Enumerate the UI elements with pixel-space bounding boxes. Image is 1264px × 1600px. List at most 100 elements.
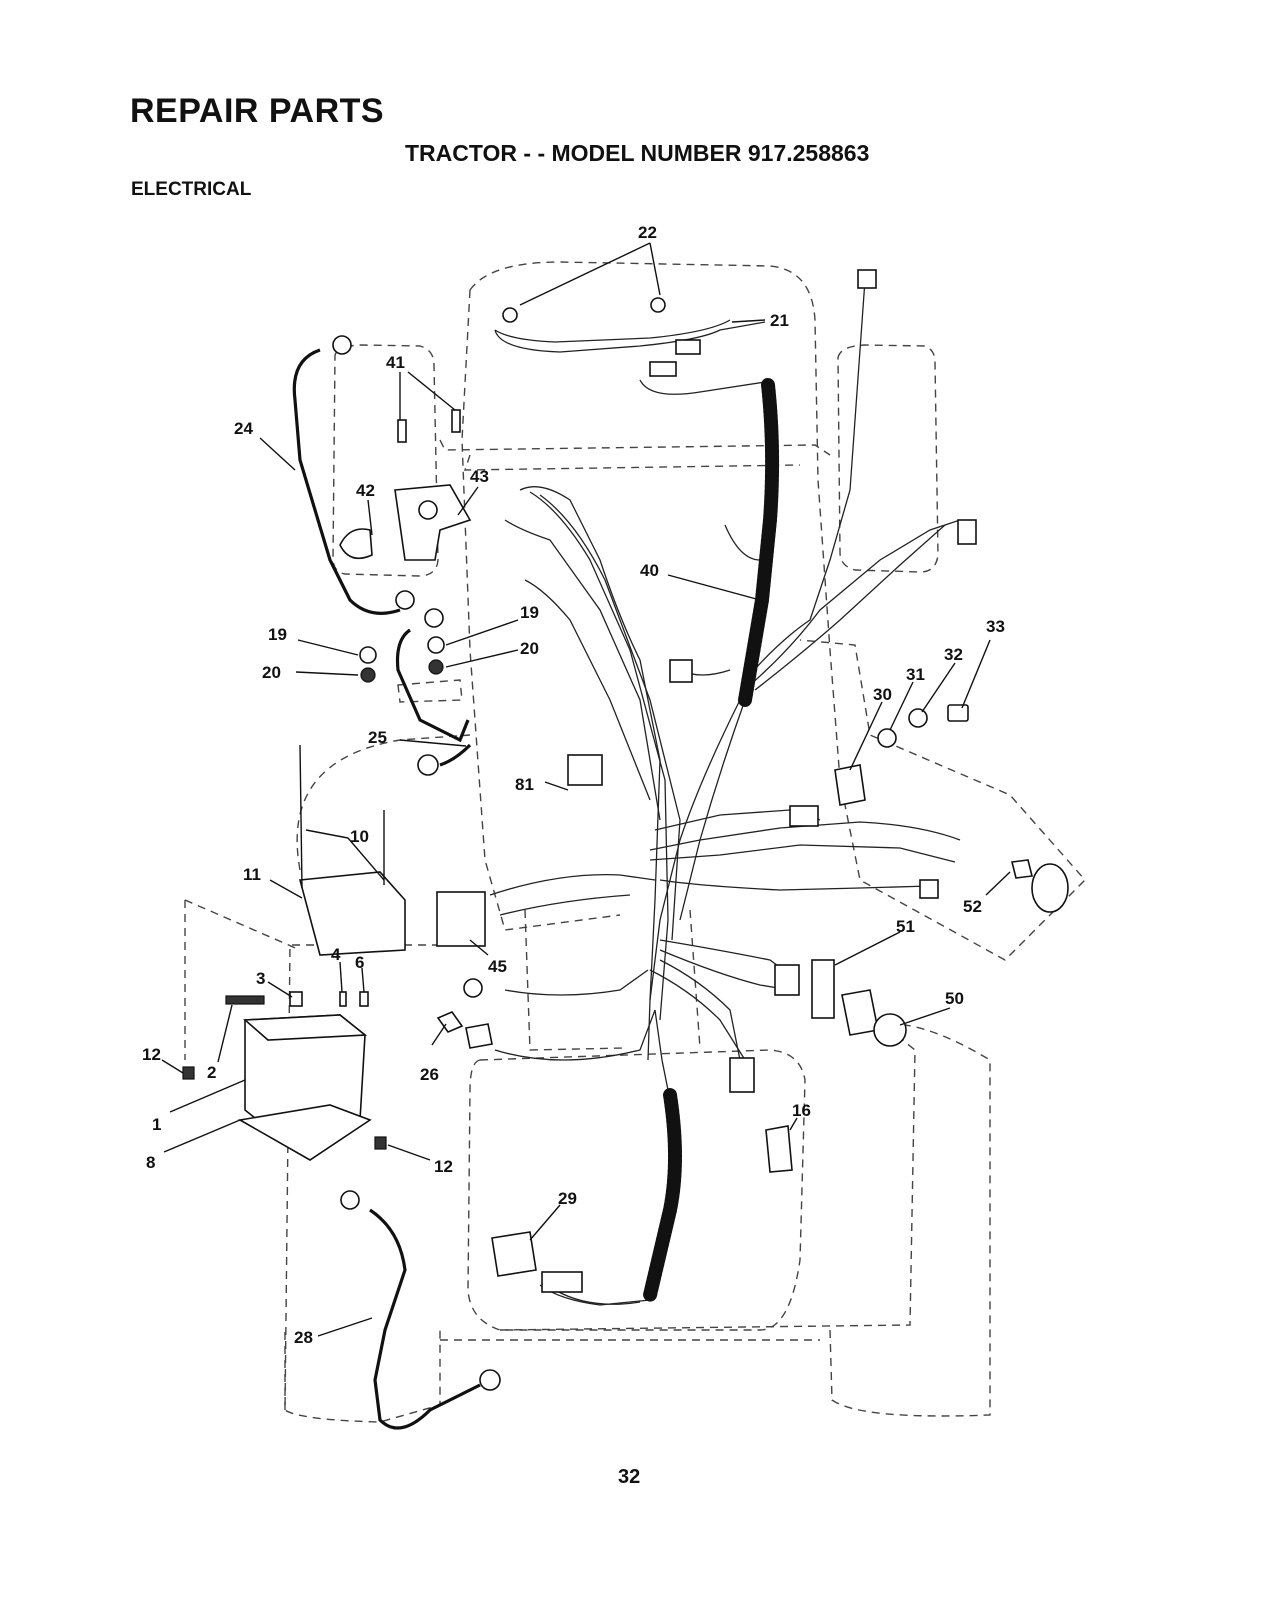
connector-rear bbox=[729, 1057, 755, 1093]
bracket-11 bbox=[298, 871, 406, 956]
callout-4: 4 bbox=[331, 945, 341, 964]
nut-31 bbox=[877, 728, 897, 748]
cable-25b bbox=[439, 743, 472, 767]
connector-930 bbox=[919, 879, 939, 899]
ring-terminal-24 bbox=[332, 335, 352, 355]
callout-8: 8 bbox=[146, 1153, 155, 1172]
callout-41: 41 bbox=[386, 353, 405, 372]
connector-810 bbox=[789, 805, 819, 827]
hood-outline-left bbox=[461, 289, 621, 931]
hourmeter-45 bbox=[436, 891, 486, 947]
rear-conduit bbox=[643, 1088, 682, 1302]
fuse-26 bbox=[436, 1011, 464, 1033]
ignition-30 bbox=[834, 764, 866, 806]
plug-52 bbox=[1011, 859, 1033, 879]
nut-12b bbox=[374, 1136, 387, 1150]
screw-41b bbox=[451, 409, 461, 433]
callout-50: 50 bbox=[945, 989, 964, 1008]
connector-970 bbox=[774, 964, 800, 996]
callout-11: 11 bbox=[243, 865, 261, 884]
callout-10: 10 bbox=[350, 827, 369, 846]
callout-3: 3 bbox=[256, 969, 265, 988]
switch-plate-51 bbox=[811, 959, 835, 1019]
callout-33: 33 bbox=[986, 617, 1005, 636]
bulb-22b bbox=[650, 297, 666, 313]
connector-side bbox=[957, 519, 977, 545]
ring-terminal-24b bbox=[395, 590, 415, 610]
ring-terminal-28 bbox=[340, 1190, 360, 1210]
nut-20b bbox=[428, 659, 444, 675]
callout-12b: 12 bbox=[434, 1157, 453, 1176]
callout-24: 24 bbox=[234, 419, 253, 438]
nut-20a bbox=[360, 667, 376, 683]
connector-headlight bbox=[675, 339, 701, 355]
front-conduit bbox=[738, 378, 780, 707]
callout-25: 25 bbox=[368, 728, 387, 747]
callout-32: 32 bbox=[944, 645, 963, 664]
front-wheel-right bbox=[837, 344, 939, 573]
rod-10a bbox=[299, 744, 303, 889]
floor-outline-2 bbox=[689, 909, 701, 1049]
callout-40: 40 bbox=[640, 561, 659, 580]
solenoid-43-center bbox=[418, 500, 438, 520]
tray-8 bbox=[237, 1104, 372, 1161]
part-4 bbox=[339, 991, 347, 1007]
model-subtitle: TRACTOR - - MODEL NUMBER 917.258863 bbox=[405, 140, 870, 166]
callout-21: 21 bbox=[770, 311, 789, 330]
screw-41a bbox=[397, 419, 407, 443]
callout-22: 22 bbox=[638, 223, 657, 242]
bolt-3 bbox=[289, 991, 303, 1007]
boot-42 bbox=[339, 528, 373, 560]
dash-outline-2 bbox=[464, 454, 801, 471]
solenoid-43 bbox=[394, 484, 472, 561]
seat-switch-29 bbox=[491, 1231, 537, 1277]
leader-lines bbox=[161, 242, 1011, 1337]
switch-16 bbox=[765, 1125, 793, 1173]
callout-20b: 20 bbox=[262, 663, 281, 682]
ring-terminal-45 bbox=[463, 978, 483, 998]
nut-6 bbox=[359, 991, 369, 1007]
hood-outline bbox=[469, 261, 1086, 961]
fuse-holder-26 bbox=[465, 1023, 493, 1049]
page-number: 32 bbox=[618, 1466, 641, 1488]
seat-frame bbox=[499, 1037, 916, 1331]
callout-52: 52 bbox=[963, 897, 982, 916]
callout-1: 1 bbox=[152, 1115, 161, 1134]
ring-terminal-28b bbox=[479, 1369, 501, 1391]
callout-19b: 19 bbox=[268, 625, 287, 644]
knob-50 bbox=[873, 1013, 907, 1047]
switch-50 bbox=[841, 989, 879, 1036]
callout-labels: 22 21 41 24 43 42 40 19 19 20 20 33 32 3… bbox=[142, 223, 1005, 1347]
callout-16: 16 bbox=[792, 1101, 811, 1120]
battery-cables bbox=[292, 348, 481, 1430]
callout-29: 29 bbox=[558, 1189, 577, 1208]
parts bbox=[182, 269, 1069, 1391]
plug-52-cap bbox=[1031, 863, 1069, 913]
ring-terminal-25b bbox=[417, 754, 439, 776]
fender-right bbox=[829, 1024, 991, 1417]
washer-19a bbox=[359, 646, 377, 664]
bulb-22a bbox=[502, 307, 518, 323]
callout-12a: 12 bbox=[142, 1045, 161, 1064]
relay-81 bbox=[567, 754, 603, 786]
fender-left bbox=[284, 944, 441, 1423]
callout-51: 51 bbox=[896, 917, 915, 936]
seat-outline bbox=[467, 1049, 806, 1331]
connector-headlight-2 bbox=[649, 361, 677, 377]
connector-rear-2 bbox=[541, 1271, 583, 1293]
battery-box-2 bbox=[184, 899, 301, 951]
wiring-harness bbox=[489, 279, 961, 1306]
callout-19a: 19 bbox=[520, 603, 539, 622]
connector-mid bbox=[669, 659, 693, 683]
washer-32 bbox=[908, 708, 928, 728]
callout-6: 6 bbox=[355, 953, 364, 972]
section-heading: ELECTRICAL bbox=[131, 179, 252, 200]
callout-45: 45 bbox=[488, 957, 507, 976]
cable-24 bbox=[292, 348, 401, 615]
callout-81: 81 bbox=[515, 775, 534, 794]
battery-shroud bbox=[296, 734, 471, 871]
callout-2: 2 bbox=[207, 1063, 216, 1082]
callout-43: 43 bbox=[470, 467, 489, 486]
tractor-outline bbox=[184, 261, 1086, 1423]
